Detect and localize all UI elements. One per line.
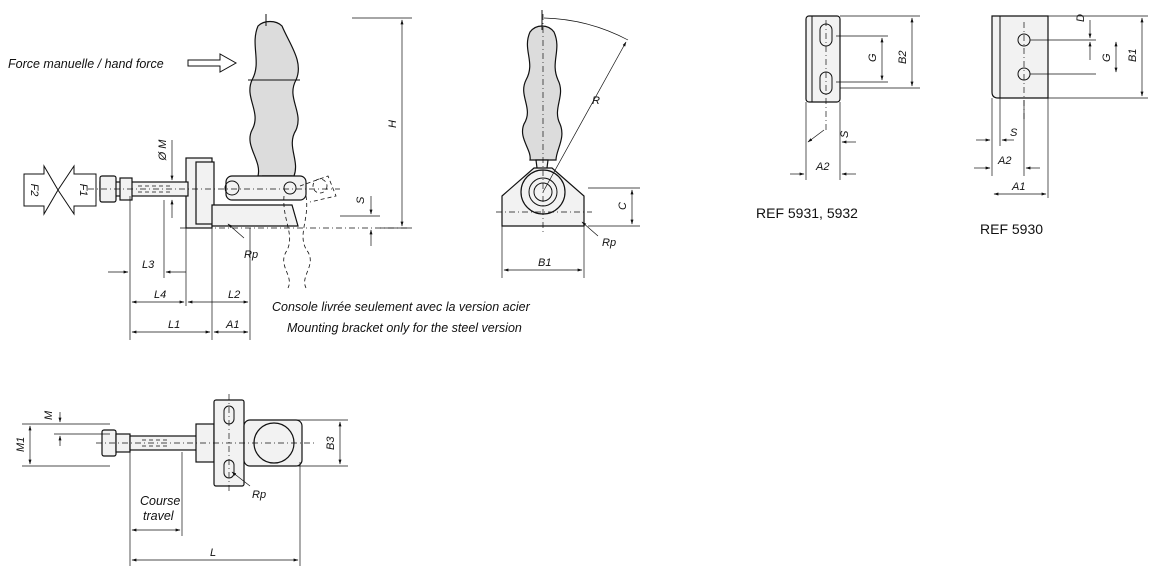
f1-label: F1: [77, 184, 89, 197]
dim-Rp-side: Rp: [244, 249, 258, 261]
dim-B1-front: B1: [538, 257, 551, 269]
dim-dM: Ø M: [157, 139, 169, 162]
side-view: F2 F1 Force manuelle / hand force H S Ø …: [8, 14, 531, 340]
lever-link: [225, 175, 307, 201]
dim-A1-side: A1: [225, 319, 239, 331]
dim-B1-5930: B1: [1127, 49, 1139, 62]
dim-L2: L2: [228, 289, 240, 301]
dim-D: D: [1075, 14, 1087, 22]
bracket-ref-5930-view: D G B1 S A2 A1 REF 5930: [974, 14, 1148, 237]
dim-M1: M1: [15, 437, 27, 452]
ref-5931-label: REF 5931, 5932: [756, 205, 858, 221]
dim-Rp-front: Rp: [602, 237, 616, 249]
course-label: Course: [140, 494, 180, 508]
dim-S-5931: S: [839, 130, 851, 138]
bracket-5931-plate: [805, 15, 841, 103]
dim-B2: B2: [897, 51, 909, 64]
dim-R: R: [592, 95, 600, 107]
dim-A2-5931: A2: [815, 161, 829, 173]
bracket-note-en: Mounting bracket only for the steel vers…: [287, 321, 522, 335]
dim-S-5930: S: [1010, 127, 1018, 139]
dim-C: C: [617, 202, 629, 210]
bracket-note-fr: Console livrée seulement avec la version…: [272, 300, 531, 314]
f1-arrow: [57, 164, 97, 216]
dim-H: H: [387, 120, 399, 128]
dim-G-5930: G: [1101, 53, 1113, 62]
dim-M: M: [43, 410, 55, 420]
travel-label: travel: [143, 509, 175, 523]
dim-L1: L1: [168, 319, 180, 331]
dim-A1-5930: A1: [1011, 181, 1025, 193]
dim-L: L: [210, 547, 216, 559]
ref-5930-label: REF 5930: [980, 221, 1043, 237]
front-view: R C Rp B1: [496, 10, 640, 278]
dim-B3: B3: [325, 436, 337, 450]
bracket-ref-5931-view: G B2 S A2 REF 5931, 5932: [756, 15, 920, 221]
bracket-5930-plate: [991, 15, 1049, 99]
front-handle-grip: [522, 25, 563, 161]
dim-L4: L4: [154, 289, 166, 301]
handle-grip: [249, 20, 299, 177]
dim-L3: L3: [142, 259, 155, 271]
dim-G-5931: G: [867, 53, 879, 62]
top-view: M M1 B3 Rp Course travel L: [15, 394, 348, 566]
dim-A2-5930: A2: [997, 155, 1011, 167]
f2-label: F2: [28, 184, 40, 197]
hand-force-label: Force manuelle / hand force: [8, 57, 164, 71]
dim-S: S: [355, 196, 367, 204]
f2-arrow: [23, 164, 59, 216]
dim-Rp-top: Rp: [252, 489, 266, 501]
hand-force-arrow: [187, 53, 238, 73]
